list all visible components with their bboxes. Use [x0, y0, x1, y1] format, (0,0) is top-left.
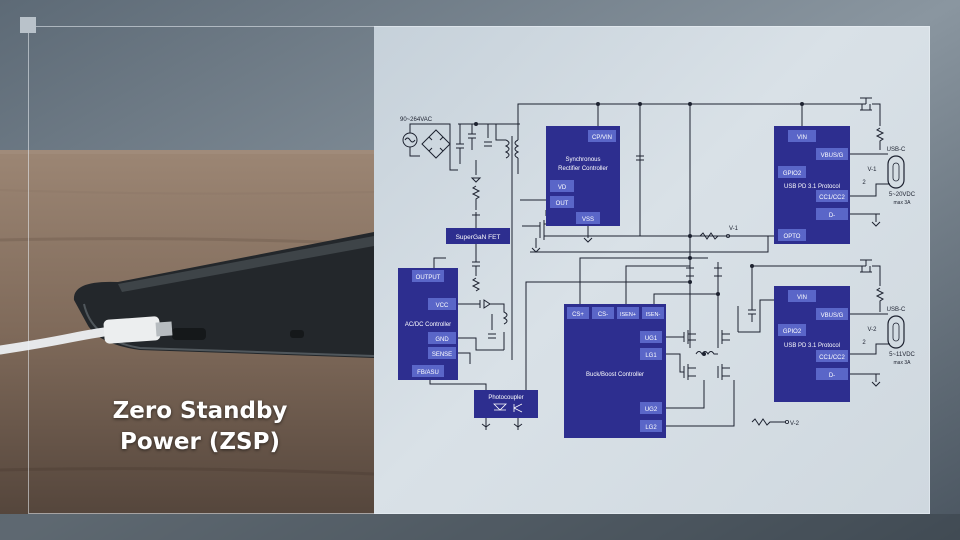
pin-vd — [550, 180, 574, 192]
slide-frame — [28, 26, 930, 514]
pin-cs-minus — [592, 307, 614, 319]
pd1-pin-gpio2-label: GPIO2 — [783, 171, 802, 177]
junction-dots — [474, 102, 804, 356]
pin-vd-label: VD — [558, 185, 567, 191]
supergan-title: SuperGaN FET — [456, 234, 501, 241]
pd2-pin-cc — [816, 350, 848, 362]
pin-output — [412, 270, 444, 282]
pd2-title: USB PD 3.1 Protocol — [784, 343, 840, 349]
caption: Zero Standby Power (ZSP) — [70, 396, 330, 458]
pd1-pin-vbus — [816, 148, 848, 160]
pd2-pin-gpio2-label: GPIO2 — [783, 329, 802, 335]
pin-vcc-label: VCC — [436, 303, 449, 309]
pd1-pin-d-minus-label: D- — [829, 213, 835, 219]
usb-c-port-1: USB-C V-1 2 5~20VDC max 3A — [862, 147, 915, 206]
circuit-diagram: 90~264VAC CP/VIN Synchronous Rectifier C… — [398, 97, 916, 438]
pin-output-label: OUTPUT — [416, 275, 441, 281]
pin-vss-label: VSS — [582, 217, 594, 223]
net-label-v1: V-1 — [729, 226, 739, 232]
buck-boost-title: Buck/Boost Controller — [586, 372, 644, 378]
pin-cs-minus-label: CS- — [598, 312, 608, 318]
pin-isen-minus-label: ISEN- — [646, 312, 661, 318]
pin-cs-plus — [567, 307, 589, 319]
usb-pd-block-2: VIN VBUS/G GPIO2 USB PD 3.1 Protocol CC1… — [774, 286, 850, 402]
net-label-v2: V-2 — [790, 421, 800, 427]
sync-rectifier-block: CP/VIN Synchronous Rectifier Controller … — [546, 126, 620, 226]
buck-boost-controller-block: CS+ CS- ISEN+ ISEN- UG1 LG1 Buck/Boost C… — [564, 304, 666, 438]
pd2-pin-vin-label: VIN — [797, 295, 807, 301]
pd1-pin-vin-label: VIN — [797, 135, 807, 141]
pd1-title: USB PD 3.1 Protocol — [784, 184, 840, 190]
pin-cp-vin — [588, 130, 616, 142]
photocoupler-title: Photocoupler — [488, 395, 523, 401]
pd2-pin-d-minus-label: D- — [829, 373, 835, 379]
corner-square-icon — [20, 17, 36, 33]
pin-sense-label: SENSE — [432, 352, 452, 358]
acdc-controller-block: OUTPUT VCC AC/DC Controller GND SENSE FB… — [398, 268, 458, 380]
pd1-pin-vin — [788, 130, 816, 142]
pin-isen-minus — [642, 307, 664, 319]
pin-sense — [428, 347, 456, 359]
pd1-pin-opto — [778, 229, 806, 241]
pd1-pin-cc — [816, 190, 848, 202]
pin-ug1 — [640, 331, 662, 343]
port1-voltage: 5~20VDC — [889, 192, 916, 198]
pd1-pin-gpio2 — [778, 166, 806, 178]
pin-cp-vin-label: CP/VIN — [592, 135, 612, 141]
pin-isen-plus — [617, 307, 639, 319]
pin-out-label: OUT — [556, 201, 569, 207]
caption-line1: Zero Standby — [112, 398, 288, 424]
pin-vcc — [428, 298, 456, 310]
pd1-pin-cc-label: CC1/CC2 — [819, 195, 845, 201]
acdc-title: AC/DC Controller — [405, 322, 451, 328]
sync-title-1: Synchronous — [565, 157, 600, 163]
pin-ug1-label: UG1 — [645, 336, 658, 342]
pin-lg1 — [640, 348, 662, 360]
pin-lg2-label: LG2 — [645, 425, 657, 431]
pin-fb-asu — [412, 365, 444, 377]
port2-current: max 3A — [894, 360, 912, 366]
input-voltage-label: 90~264VAC — [400, 117, 433, 123]
port1-pin-count: 2 — [862, 180, 866, 186]
port2-name: USB-C — [887, 307, 906, 313]
pd1-pin-d-minus — [816, 208, 848, 220]
port2-node: V-2 — [867, 327, 877, 333]
pd1-pin-opto-label: OPTO — [784, 234, 801, 240]
pin-lg1-label: LG1 — [645, 353, 657, 359]
pin-ug2 — [640, 402, 662, 414]
wires — [402, 97, 890, 430]
pd2-pin-vbus-label: VBUS/G — [821, 313, 844, 319]
pd2-pin-gpio2 — [778, 324, 806, 336]
pin-isen-plus-label: ISEN+ — [620, 312, 636, 318]
port2-pin-count: 2 — [862, 340, 866, 346]
pin-out — [550, 196, 574, 208]
pin-fb-asu-label: FB/ASU — [417, 370, 439, 376]
pd1-pin-vbus-label: VBUS/G — [821, 153, 844, 159]
pd2-pin-vin — [788, 290, 816, 302]
sync-title-2: Rectifier Controller — [558, 166, 608, 172]
usb-cable-image — [0, 316, 173, 355]
usb-pd-block-1: VIN VBUS/G GPIO2 USB PD 3.1 Protocol CC1… — [774, 126, 850, 244]
supergan-fet-block: SuperGaN FET — [446, 228, 510, 244]
pin-gnd — [428, 332, 456, 344]
photocoupler-block: Photocoupler — [474, 390, 538, 418]
pin-vss — [576, 212, 600, 224]
pd2-pin-cc-label: CC1/CC2 — [819, 355, 845, 361]
pin-ug2-label: UG2 — [645, 407, 658, 413]
port1-node: V-1 — [867, 167, 877, 173]
pd2-pin-vbus — [816, 308, 848, 320]
pin-gnd-label: GND — [435, 337, 449, 343]
port2-voltage: 5~11VDC — [889, 352, 915, 358]
pin-lg2 — [640, 420, 662, 432]
usb-c-port-2: USB-C V-2 2 5~11VDC max 3A — [862, 307, 915, 366]
port1-name: USB-C — [887, 147, 906, 153]
pd2-pin-d-minus — [816, 368, 848, 380]
caption-line2: Power (ZSP) — [120, 429, 280, 455]
port1-current: max 3A — [894, 200, 912, 206]
pin-cs-plus-label: CS+ — [572, 312, 584, 318]
